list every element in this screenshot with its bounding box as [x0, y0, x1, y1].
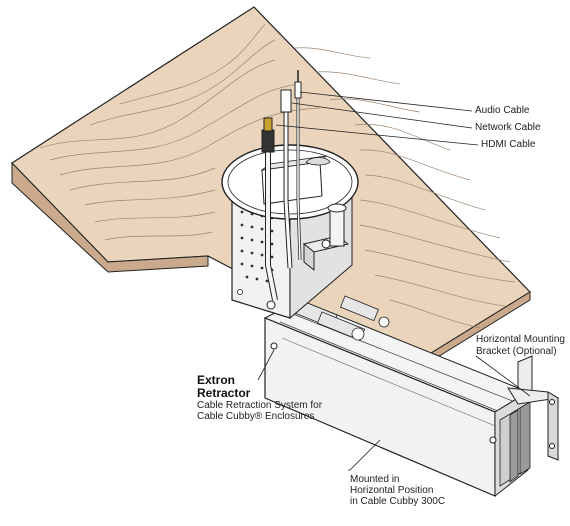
table-edge	[11, 161, 209, 273]
bracket-label-line2: Bracket (Optional)	[476, 346, 557, 357]
cable-spools	[499, 401, 531, 487]
callout-product	[257, 349, 275, 381]
mount-position-block: Mounted in Horizontal Position in Cable …	[350, 474, 445, 507]
callout-mount	[348, 439, 381, 471]
mount-position-line2: Horizontal Position	[350, 485, 434, 496]
audio-cable-label: Audio Cable	[475, 105, 530, 116]
product-description-line1: Cable Retraction System for	[197, 400, 323, 411]
enclosure-side-bracket	[302, 203, 350, 272]
hdmi-connector	[261, 129, 275, 153]
callout-bracket	[475, 355, 531, 397]
retractor-chassis	[263, 295, 531, 498]
network-connector	[280, 89, 292, 113]
wood-grain	[39, 23, 516, 329]
cable-cubby-enclosure	[221, 144, 359, 320]
product-description-line2: Cable Cubby® Enclosures	[197, 411, 315, 422]
retractor-mechanism	[294, 295, 390, 341]
product-name-line2: Retractor	[197, 386, 251, 400]
product-name-block: Extron Retractor	[197, 374, 250, 400]
audio-connector	[294, 81, 302, 99]
mount-position-line3: in Cable Cubby 300C	[350, 496, 446, 507]
bracket-label-line1: Horizontal Mounting	[476, 334, 565, 345]
callout-audio	[299, 91, 473, 112]
product-name-line1: Extron	[197, 373, 236, 387]
callout-network	[291, 102, 473, 129]
mount-hole	[489, 436, 497, 444]
mount-position-line1: Mounted in	[350, 474, 400, 485]
hdmi-cable-label: HDMI Cable	[481, 139, 536, 150]
callout-hdmi	[275, 124, 479, 146]
network-cable-label: Network Cable	[475, 122, 541, 133]
cables	[261, 70, 302, 301]
mount-hole	[270, 342, 278, 350]
product-description-block: Cable Retraction System for Cable Cubby®…	[197, 400, 322, 422]
callout-lines	[257, 91, 531, 471]
horizontal-mounting-bracket	[507, 355, 560, 461]
